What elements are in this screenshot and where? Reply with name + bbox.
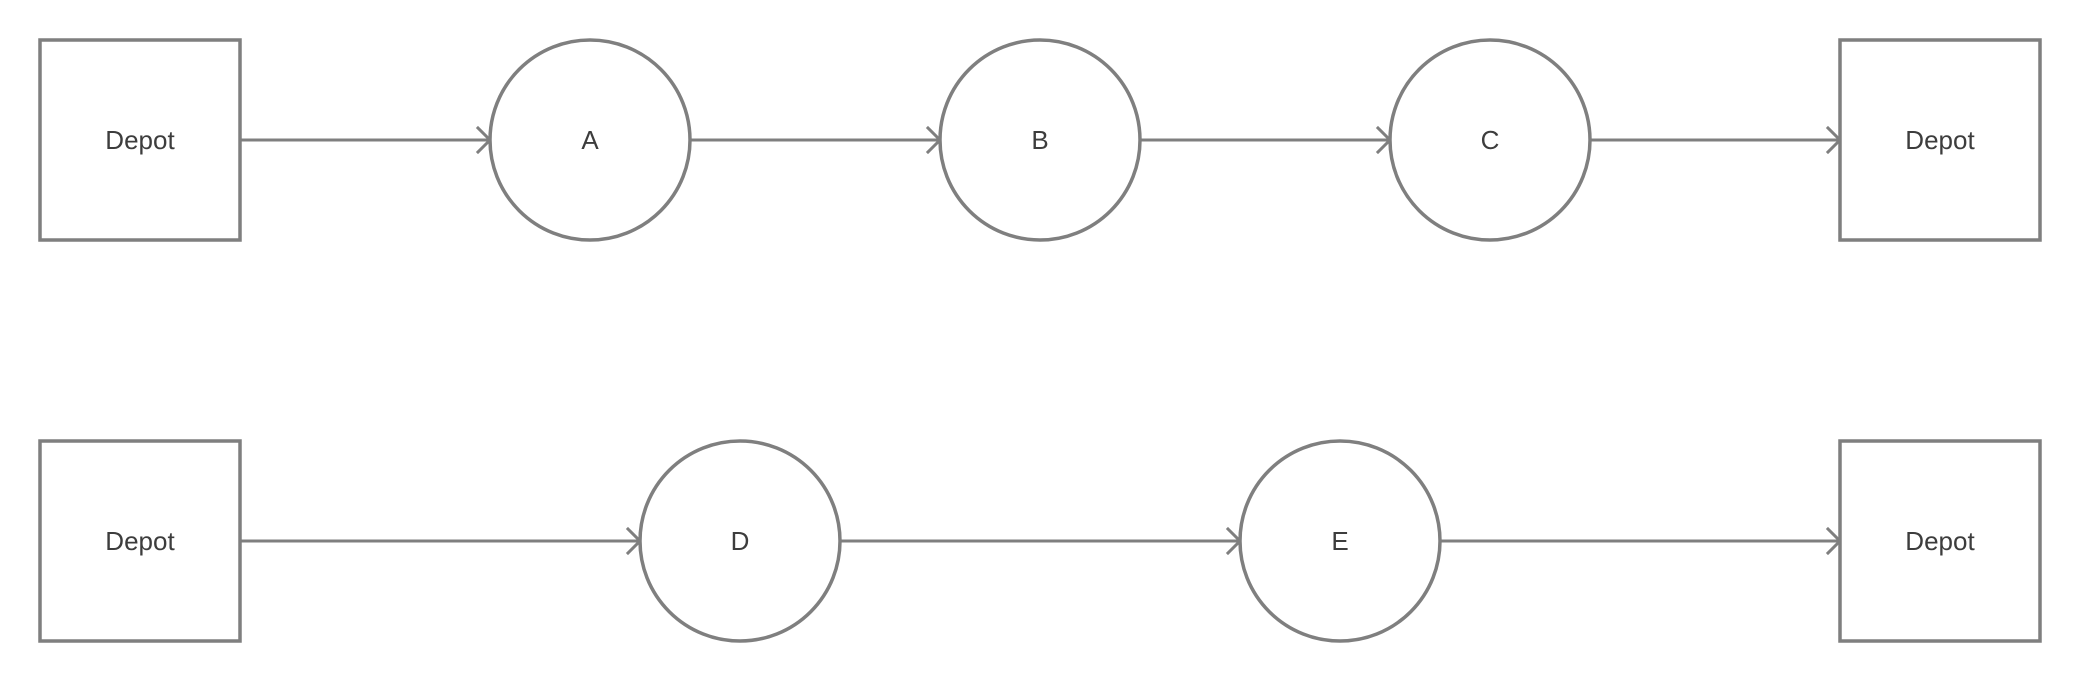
node-label: A (581, 125, 599, 155)
route-arrow (240, 125, 493, 155)
stop-circle (1238, 439, 1442, 643)
stop-node-e: E (1238, 439, 1442, 643)
node-label: D (731, 526, 750, 556)
stop-circle (638, 439, 842, 643)
stop-node-a: A (488, 38, 692, 242)
stop-circle (1388, 38, 1592, 242)
stop-node-c: C (1388, 38, 1592, 242)
depot-node: Depot (1838, 439, 2042, 643)
depot-node: Depot (38, 439, 242, 643)
stop-node-d: D (638, 439, 842, 643)
depot-square (38, 38, 242, 242)
depot-node: Depot (38, 38, 242, 242)
node-label: C (1481, 125, 1500, 155)
node-label: Depot (105, 125, 175, 155)
depot-square (1838, 38, 2042, 242)
stop-node-b: B (938, 38, 1142, 242)
node-label: Depot (1905, 125, 1975, 155)
stop-circle (488, 38, 692, 242)
node-label: E (1331, 526, 1348, 556)
stop-circle (938, 38, 1142, 242)
node-label: Depot (1905, 526, 1975, 556)
route-arrow (1140, 125, 1393, 155)
route-arrow (840, 526, 1243, 556)
route-arrow (1590, 125, 1843, 155)
depot-square (1838, 439, 2042, 643)
route-arrow (1440, 526, 1843, 556)
node-label: Depot (105, 526, 175, 556)
depot-square (38, 439, 242, 643)
route-arrow (240, 526, 643, 556)
route-arrow (690, 125, 943, 155)
node-label: B (1031, 125, 1048, 155)
depot-node: Depot (1838, 38, 2042, 242)
